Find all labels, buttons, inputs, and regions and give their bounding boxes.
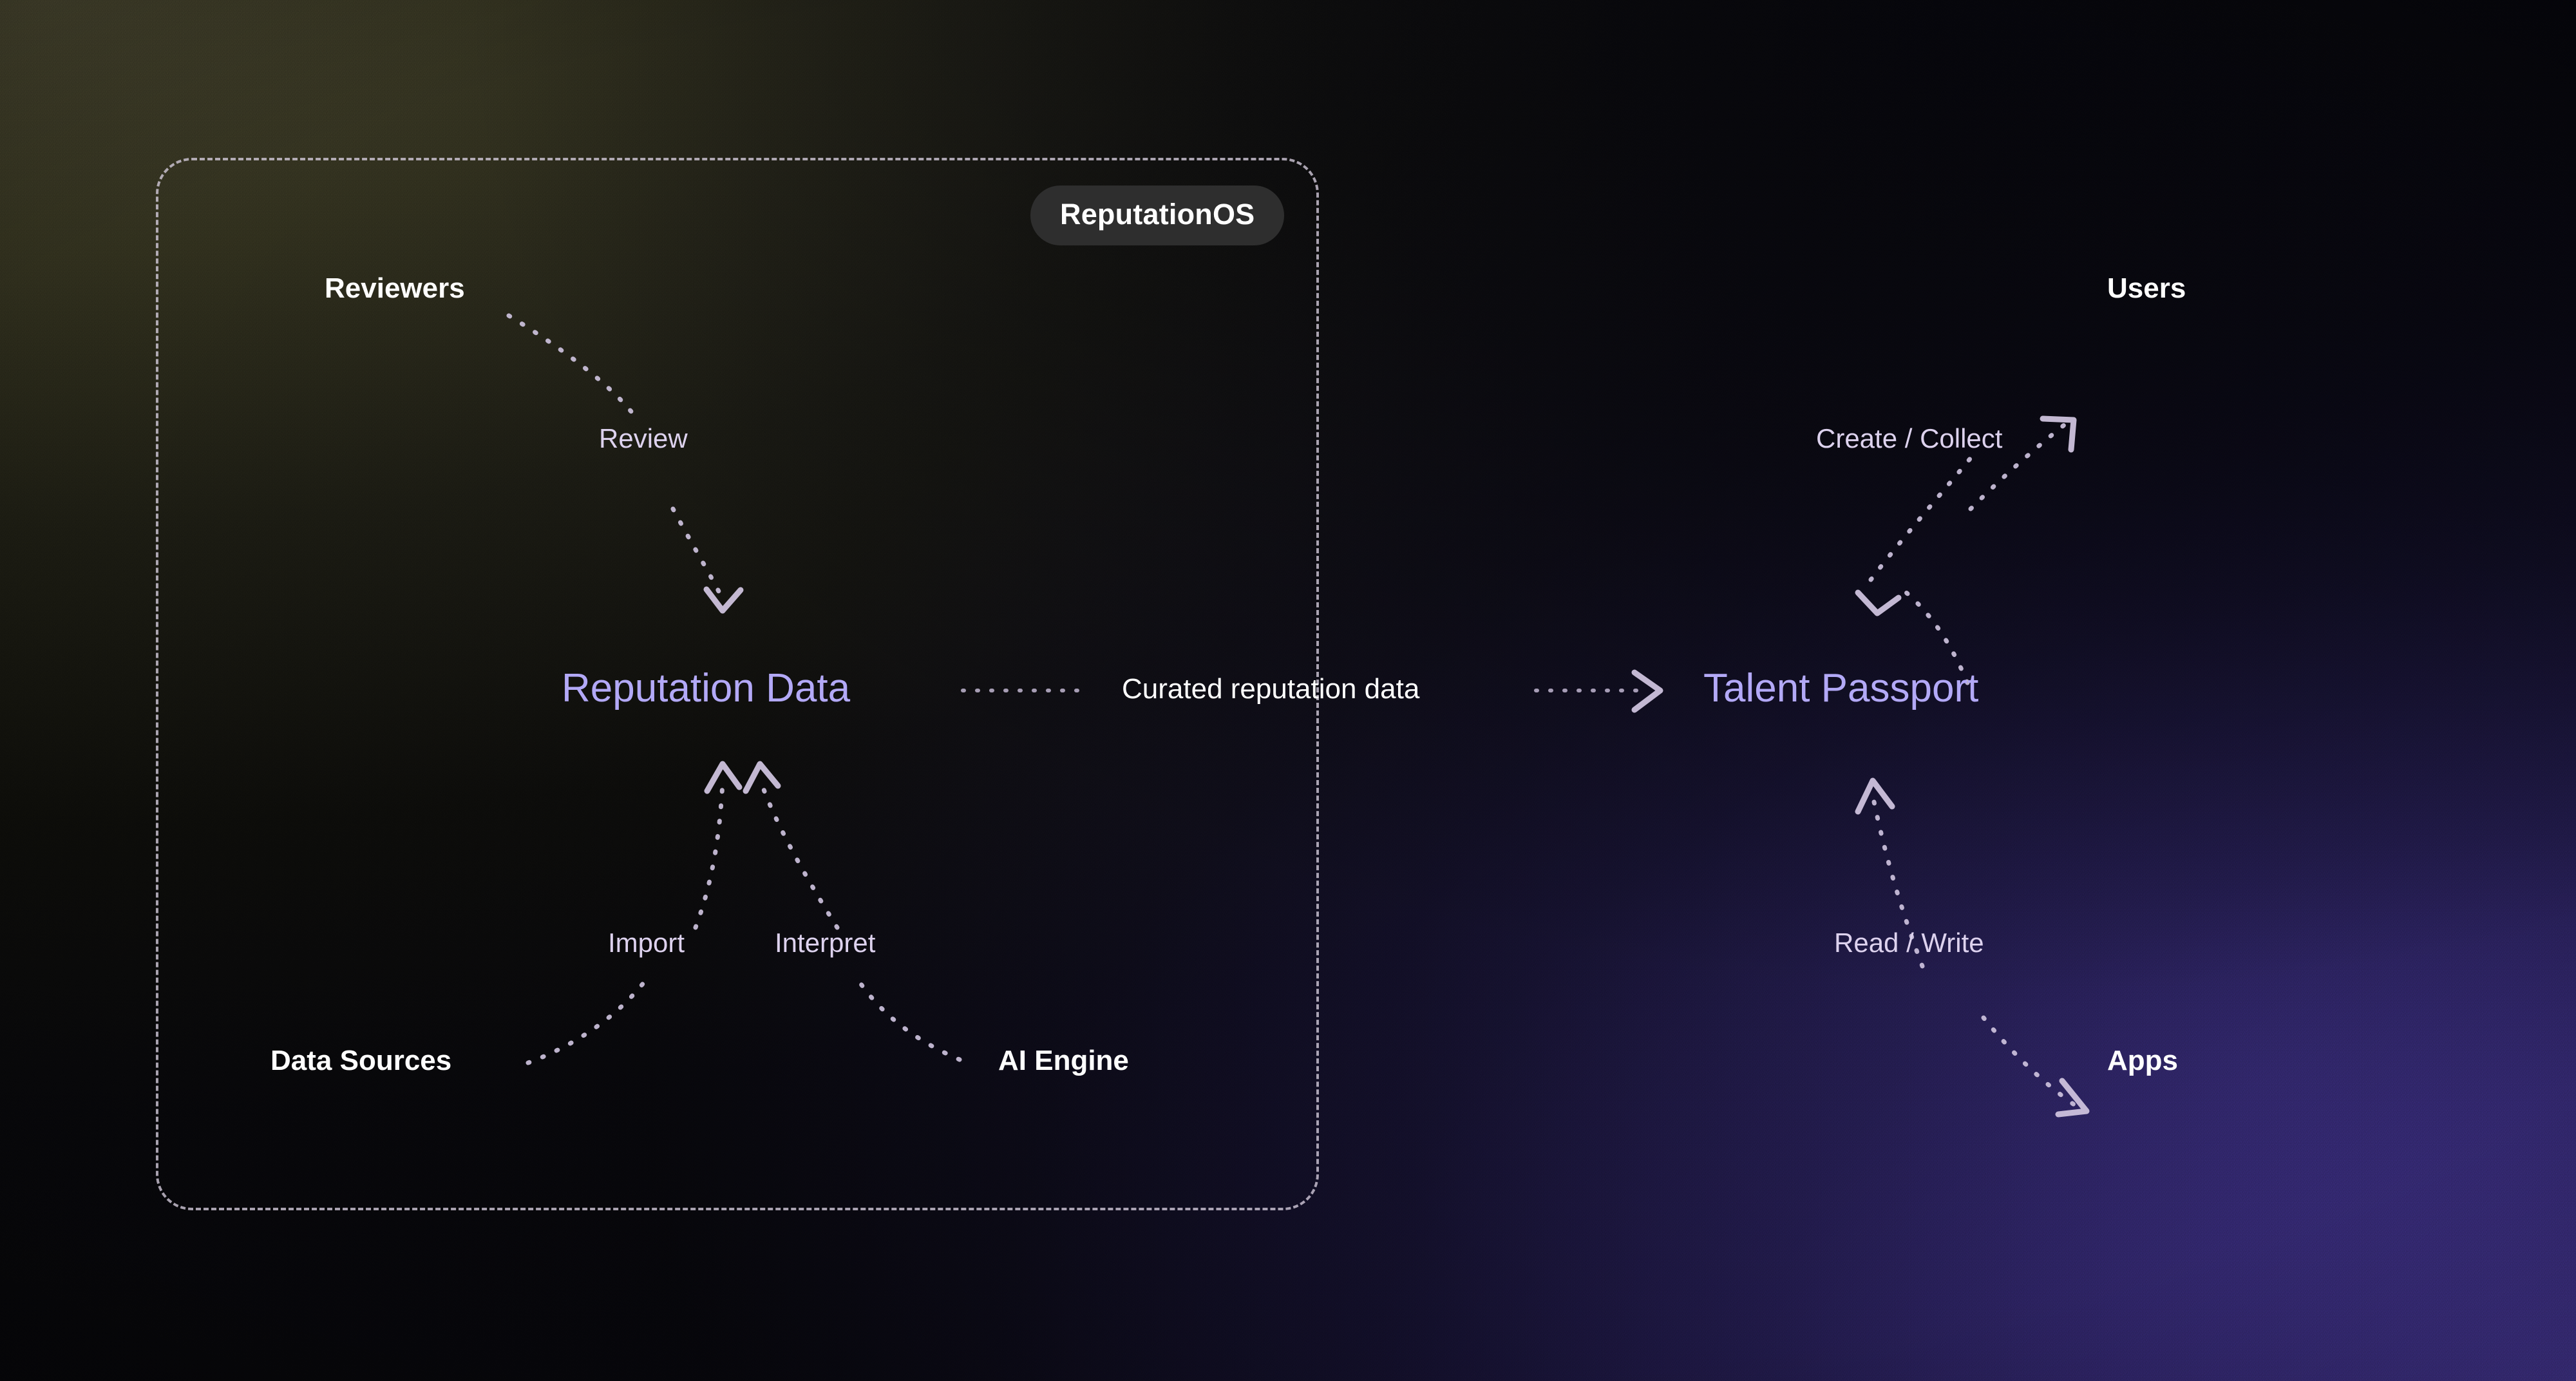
edge-create-collect-up (1868, 452, 1976, 582)
edge-read-write-to-apps (1981, 1015, 2079, 1109)
arrowhead-apps-down (2055, 1078, 2090, 1118)
node-reputation-data: Reputation Data (562, 666, 851, 710)
edge-label-review: Review (599, 423, 688, 453)
edge-label-create-collect: Create / Collect (1816, 423, 2003, 453)
node-talent-passport: Talent Passport (1703, 666, 1979, 710)
reputation-os-badge: ReputationOS (1030, 186, 1285, 245)
arrowhead-create-collect-down (1855, 589, 1902, 616)
reputation-os-boundary-box (156, 158, 1319, 1210)
edge-label-interpret: Interpret (775, 928, 876, 958)
node-apps: Apps (2107, 1045, 2178, 1076)
arrowhead-users-up (2040, 415, 2077, 453)
edge-label-import: Import (608, 928, 685, 958)
node-ai-engine: AI Engine (998, 1045, 1129, 1076)
node-reviewers: Reviewers (325, 272, 465, 304)
arrowhead-curated-right (1631, 669, 1663, 713)
arrowhead-read-write-up (1855, 777, 1895, 815)
node-data-sources: Data Sources (270, 1045, 452, 1076)
node-users: Users (2107, 272, 2186, 304)
edge-label-read-write: Read / Write (1834, 928, 1984, 958)
edge-label-curated-reputation-data: Curated reputation data (1122, 673, 1420, 705)
